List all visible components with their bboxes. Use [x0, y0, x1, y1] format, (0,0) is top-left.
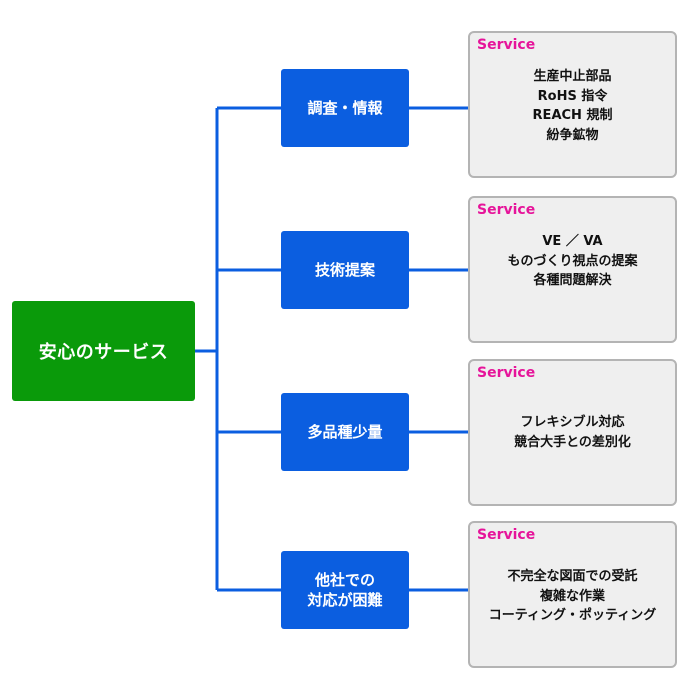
service-items: 生産中止部品 RoHS 指令 REACH 規制 紛争鉱物 — [470, 67, 675, 145]
service-item: 生産中止部品 — [533, 69, 612, 84]
service-tag: Service — [477, 365, 536, 381]
service-item: 各種問題解決 — [533, 273, 612, 288]
category-label: 調査・情報 — [307, 98, 383, 117]
service-box-research: Service 生産中止部品 RoHS 指令 REACH 規制 紛争鉱物 — [468, 31, 677, 178]
category-node-research: 調査・情報 — [281, 69, 409, 147]
root-label: 安心のサービス — [38, 342, 169, 363]
service-tag: Service — [477, 202, 536, 218]
category-node-small-lot: 多品種少量 — [281, 393, 409, 471]
service-tag: Service — [477, 37, 536, 53]
service-box-proposal: Service VE ／ VA ものづくり視点の提案 各種問題解決 — [468, 196, 677, 343]
service-item: 競合大手との差別化 — [514, 434, 631, 450]
service-items: 不完全な図面での受託 複雑な作業 コーティング・ポッティング — [470, 567, 675, 626]
category-label: 他社での 対応が困難 — [307, 570, 383, 609]
service-item: 紛争鉱物 — [546, 127, 599, 143]
service-item: REACH 規制 — [532, 108, 613, 123]
category-node-difficult: 他社での 対応が困難 — [281, 551, 409, 629]
service-box-small-lot: Service フレキシブル対応 競合大手との差別化 — [468, 359, 677, 506]
service-tag: Service — [477, 527, 536, 543]
category-node-proposal: 技術提案 — [281, 231, 409, 309]
service-item: 不完全な図面での受託 — [507, 569, 638, 584]
service-item: VE ／ VA — [542, 234, 603, 249]
service-items: VE ／ VA ものづくり視点の提案 各種問題解決 — [470, 232, 675, 291]
service-item: RoHS 指令 — [537, 88, 608, 104]
service-items: フレキシブル対応 競合大手との差別化 — [470, 413, 675, 452]
category-label: 多品種少量 — [307, 422, 383, 441]
service-box-difficult: Service 不完全な図面での受託 複雑な作業 コーティング・ポッティング — [468, 521, 677, 668]
service-item: コーティング・ポッティング — [488, 608, 657, 623]
category-label: 技術提案 — [314, 260, 375, 279]
service-item: フレキシブル対応 — [520, 415, 625, 430]
service-item: ものづくり視点の提案 — [507, 253, 638, 269]
service-item: 複雑な作業 — [539, 588, 605, 604]
root-node: 安心のサービス — [12, 301, 195, 401]
